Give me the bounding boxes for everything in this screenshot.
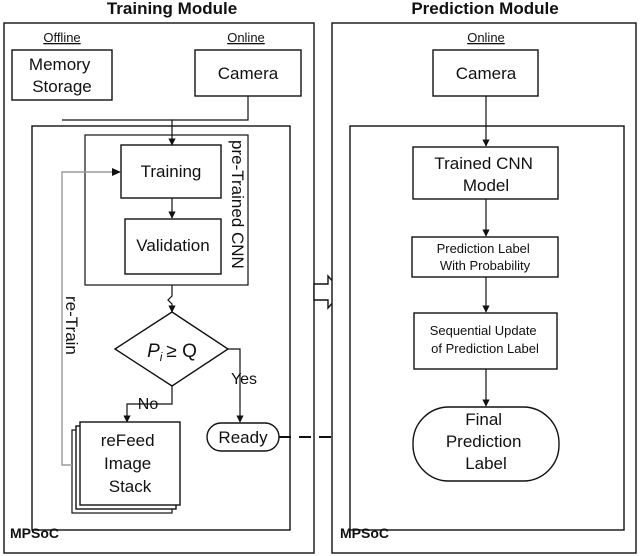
training-label: Training (141, 162, 202, 181)
offline-label: Offline (43, 30, 80, 45)
mpsoc-label-training: MPSoC (10, 525, 59, 541)
cnn-to-decision-arrow (167, 285, 176, 313)
trained-cnn-model-box (412, 146, 559, 200)
validation-label: Validation (136, 236, 209, 255)
final-prediction-label: Final Prediction Label (446, 410, 526, 473)
no-label: No (138, 396, 159, 413)
camera-box-prediction (432, 49, 539, 97)
prediction-module: Prediction Module Online Camera MPSoC Tr… (331, 0, 637, 554)
final-prediction-box (412, 406, 560, 482)
retrain-label: re-Train (62, 296, 81, 355)
prediction-module-title: Prediction Module (411, 0, 558, 18)
memory-storage-box (11, 49, 113, 101)
training-box (120, 144, 222, 199)
online-label-prediction: Online (467, 30, 505, 45)
training-module: Training Module Offline Online Memory St… (3, 0, 315, 554)
mpsoc-label-prediction: MPSoC (340, 525, 389, 541)
camera-label-prediction: Camera (456, 64, 517, 83)
prediction-label-text: Prediction Label With Probability (437, 241, 534, 273)
retrain-loop-head (112, 168, 121, 176)
retrain-loop-arrow (61, 171, 118, 466)
refeed-stack-front (79, 421, 181, 506)
pretrained-cnn-label: pre-Trained CNN (228, 140, 247, 269)
training-module-title: Training Module (107, 0, 237, 18)
camera-to-training-arrow (168, 96, 249, 146)
yes-branch-arrow (228, 348, 244, 423)
ready-label: Ready (218, 428, 268, 447)
pretrained-cnn-box (84, 134, 249, 286)
validation-box (124, 218, 222, 275)
memory-storage-label: Memory Storage (29, 55, 95, 96)
refeed-label: reFeed Image Stack (101, 431, 160, 496)
sequential-update-label: Sequential Update of Prediction Label (430, 323, 541, 356)
no-branch-arrow (123, 386, 173, 423)
decision-condition: Pi≥ Q (147, 341, 197, 364)
trained-cnn-model-label: Trained CNN Model (434, 154, 537, 195)
yes-label: Yes (231, 371, 257, 388)
camera-label-training: Camera (218, 64, 279, 83)
camera-box-training (194, 49, 302, 97)
online-label-training: Online (227, 30, 265, 45)
prediction-label-box (411, 236, 559, 278)
